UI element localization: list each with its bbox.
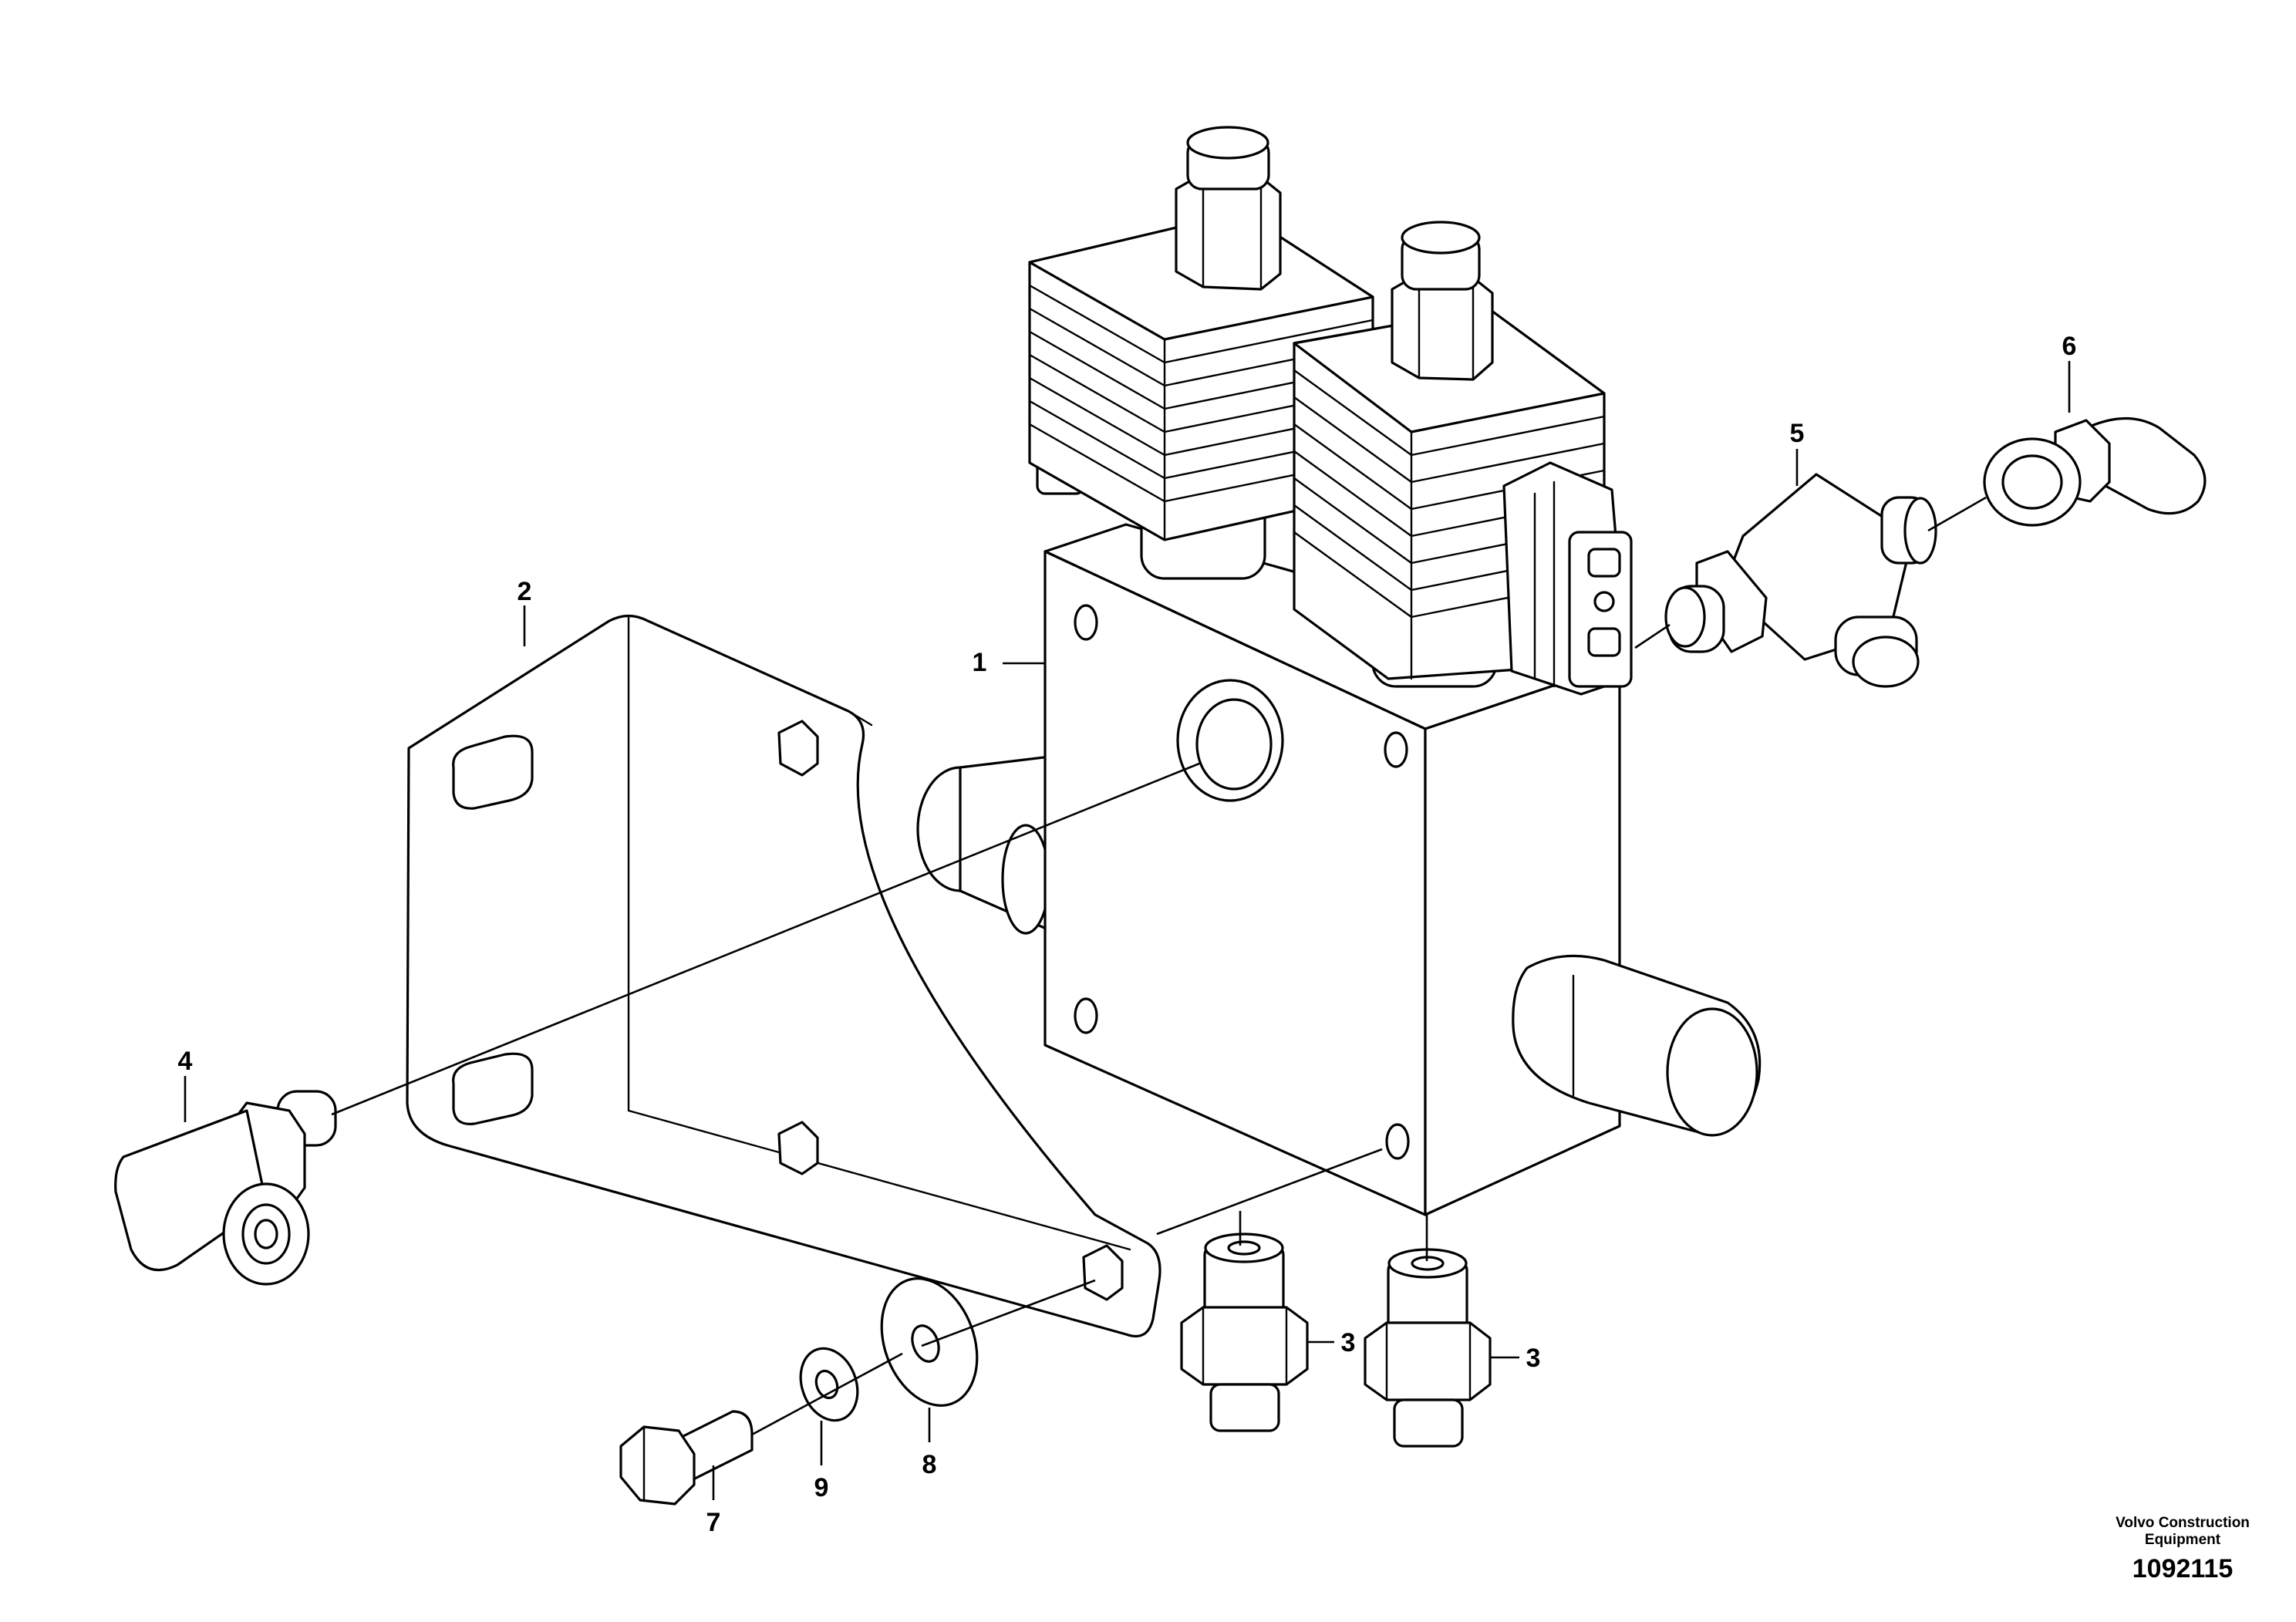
straight-fitting-b: [1364, 1248, 1492, 1448]
elbow-fitting: [114, 1090, 337, 1286]
callout-7: 7: [706, 1508, 721, 1537]
straight-fitting-a: [1180, 1233, 1309, 1432]
callout-6: 6: [2062, 332, 2077, 361]
callout-4: 4: [178, 1047, 193, 1076]
hex-bolt: [619, 1410, 754, 1506]
lock-washer: [799, 1347, 859, 1422]
brand-line-1: Volvo Construction: [2116, 1515, 2250, 1531]
elbow-fitting-top: [1983, 417, 2207, 527]
callout-5: 5: [1790, 419, 1805, 448]
callout-3b: 3: [1526, 1344, 1541, 1373]
mounting-bracket: [406, 614, 1161, 1338]
callout-8: 8: [922, 1450, 937, 1479]
brand-line-2: Equipment: [2145, 1532, 2221, 1548]
solenoid-right: [1293, 221, 1633, 696]
callout-9: 9: [814, 1473, 829, 1502]
assembly-lines: [331, 496, 1987, 1436]
callout-3a: 3: [1341, 1328, 1356, 1357]
drawing-number: 1092115: [2132, 1554, 2234, 1583]
callout-leaders: [184, 361, 2071, 1500]
tee-fitting: [1664, 473, 1937, 688]
callout-1: 1: [973, 648, 987, 677]
callout-2: 2: [518, 577, 532, 606]
valve-block: [916, 523, 1762, 1216]
